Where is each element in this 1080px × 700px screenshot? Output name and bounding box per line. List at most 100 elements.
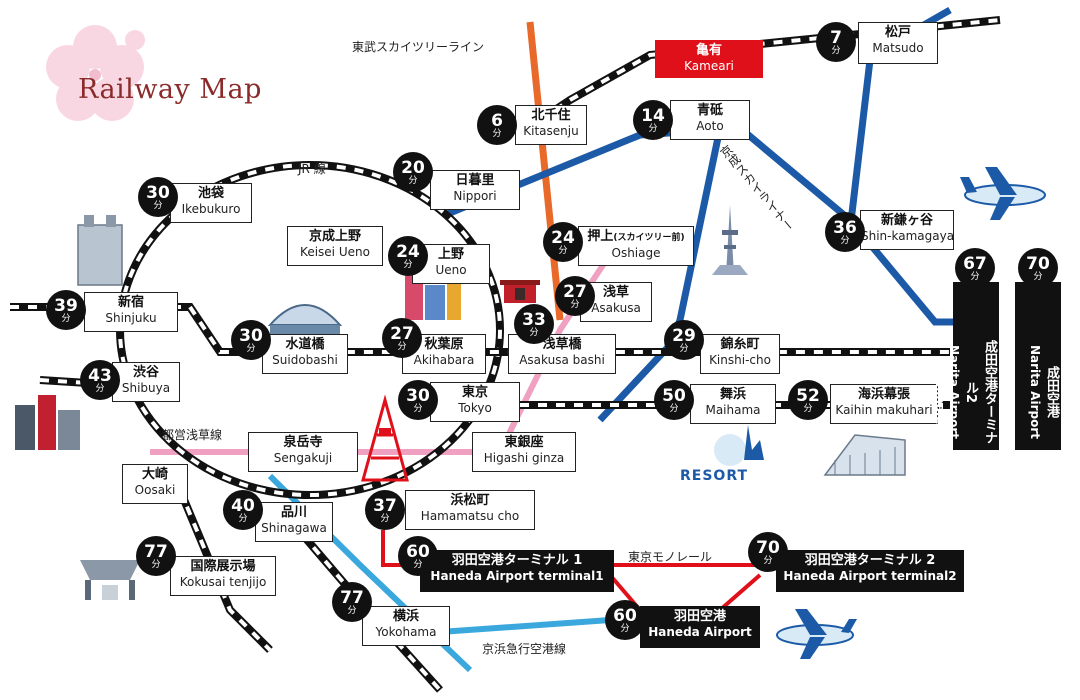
station-name-jp: 錦糸町 <box>720 337 760 352</box>
minutes-value: 37 <box>373 496 397 516</box>
station-name-jp: 青砥 <box>696 103 723 118</box>
toei-asakusa-line-label: 都営浅草線 <box>162 428 223 442</box>
station-name-jp: 松戸 <box>884 25 911 40</box>
minutes-unit: 分 <box>679 344 689 354</box>
minutes-unit: 分 <box>763 556 773 566</box>
minutes-unit: 分 <box>151 560 161 570</box>
minutes-unit: 分 <box>397 342 407 352</box>
station-name-jp: 京成上野 <box>308 229 361 244</box>
station-name-jp: 秋葉原 <box>424 337 464 352</box>
tokyo-skyscraper-icon <box>77 215 123 286</box>
station-name-jp: 東銀座 <box>504 435 544 450</box>
minutes-value: 36 <box>833 218 857 238</box>
minutes-value: 60 <box>613 606 637 626</box>
station-name-en: Shibuya <box>121 381 171 395</box>
station-name-en: Kinshi-cho <box>709 353 771 367</box>
station-name-en: Hamamatsu cho <box>420 509 520 523</box>
station-name-jp: 東京 <box>461 385 488 400</box>
minutes-unit: 分 <box>970 272 980 282</box>
minutes-value: 67 <box>963 254 987 274</box>
station-name-en: Narita Airport terminal2 <box>933 345 961 439</box>
minutes-unit: 分 <box>669 404 679 414</box>
minutes-value: 40 <box>231 496 255 516</box>
minutes-value: 50 <box>662 386 686 406</box>
station-name-jp: 舞浜 <box>719 387 746 402</box>
station-name-jp: 泉岳寺 <box>283 435 323 450</box>
minutes-unit: 分 <box>1033 272 1043 282</box>
station-name-en: Aoto <box>696 119 724 133</box>
minutes-unit: 分 <box>648 124 658 134</box>
minutes-value: 30 <box>146 183 170 203</box>
akihabara-buildings-icon <box>405 275 461 320</box>
minutes-unit: 分 <box>380 514 390 524</box>
station-name-jp: 大崎 <box>141 467 168 482</box>
makuhari-messe-icon <box>823 434 906 476</box>
station-name-jp: 渋谷 <box>132 365 159 380</box>
station-name-en: Shin-kamagaya <box>861 229 955 243</box>
minutes-unit: 分 <box>492 129 502 139</box>
station-name-jp: 新鎌ヶ谷 <box>880 213 933 228</box>
tobu-line-label: 東武スカイツリーライン <box>352 40 485 54</box>
minutes-value: 77 <box>144 542 168 562</box>
minutes-value: 30 <box>406 386 430 406</box>
minutes-value: 77 <box>340 588 364 608</box>
minutes-unit: 分 <box>246 344 256 354</box>
station-name-en: Shinjuku <box>105 311 157 325</box>
minutes-value: 70 <box>756 538 780 558</box>
station-name-en: Shinagawa <box>261 521 327 535</box>
minutes-value: 24 <box>551 228 575 248</box>
station-name-en: Kitasenju <box>523 124 579 138</box>
sensoji-gate-icon <box>500 280 540 303</box>
minutes-value: 33 <box>522 310 546 330</box>
station-name-en: Asakusa bashi <box>519 353 605 367</box>
minutes-unit: 分 <box>620 624 630 634</box>
cherry-blossom-icon <box>46 25 145 121</box>
station-name-jp: 成田空港ターミナル2 <box>963 340 997 444</box>
shibuya-buildings-icon <box>15 395 80 450</box>
station-name-en: Ikebukuro <box>181 202 241 216</box>
station-name-en: Oosaki <box>134 483 176 497</box>
station-name-jp: 国際展示場 <box>190 559 256 574</box>
airplane-icon <box>960 167 1046 220</box>
tokyo-tower-icon <box>361 394 409 482</box>
station-name-jp: 横浜 <box>392 609 419 624</box>
minutes-unit: 分 <box>153 201 163 211</box>
minutes-value: 29 <box>672 326 696 346</box>
minutes-unit: 分 <box>803 404 813 414</box>
minutes-unit: 分 <box>408 176 418 186</box>
station-name-en: Ueno <box>435 263 467 277</box>
station-name-en: Suidobashi <box>272 353 338 367</box>
station-name-en: Asakusa <box>591 301 641 315</box>
station-name-en: Haneda Airport terminal1 <box>430 569 604 583</box>
